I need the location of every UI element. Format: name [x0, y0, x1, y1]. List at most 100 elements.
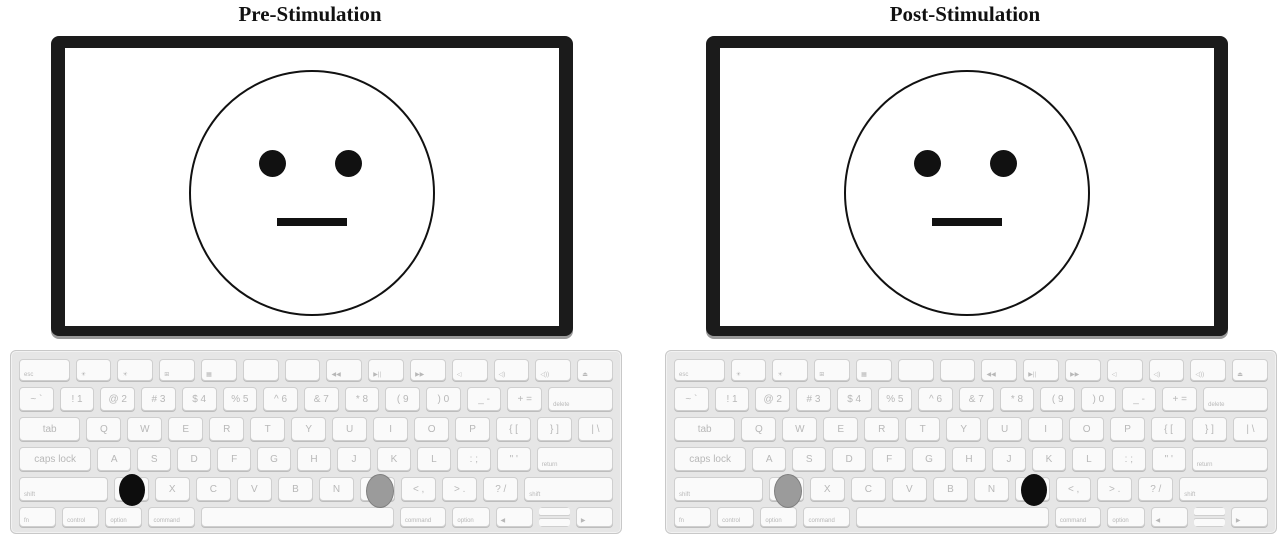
key[interactable]: D	[832, 447, 866, 471]
key[interactable]: _ -	[1122, 387, 1157, 411]
key[interactable]: | \	[578, 417, 613, 441]
key[interactable]: control	[717, 507, 754, 527]
key[interactable]: ! 1	[715, 387, 750, 411]
key[interactable]: ~ `	[19, 387, 54, 411]
key[interactable]: U	[987, 417, 1022, 441]
key[interactable]: E	[823, 417, 858, 441]
key[interactable]: ▦	[856, 359, 892, 381]
key[interactable]	[940, 359, 976, 381]
key[interactable]	[898, 359, 934, 381]
key[interactable]: ☀	[772, 359, 808, 381]
key[interactable]: T	[250, 417, 285, 441]
key[interactable]: X	[810, 477, 845, 501]
key[interactable]: _ -	[467, 387, 502, 411]
key[interactable]: & 7	[959, 387, 994, 411]
key[interactable]: ◀◀	[326, 359, 362, 381]
key[interactable]: * 8	[345, 387, 380, 411]
key[interactable]: ◀◀	[981, 359, 1017, 381]
key[interactable]: ▶	[576, 507, 613, 527]
key[interactable]: O	[1069, 417, 1104, 441]
key[interactable]: C	[196, 477, 231, 501]
key[interactable]: caps lock	[19, 447, 91, 471]
key[interactable]: P	[1110, 417, 1145, 441]
key[interactable]: E	[168, 417, 203, 441]
key[interactable]: esc	[674, 359, 725, 381]
key[interactable]: ▶▶	[410, 359, 446, 381]
key[interactable]	[285, 359, 321, 381]
key[interactable]: G	[257, 447, 291, 471]
key[interactable]: ) 0	[1081, 387, 1116, 411]
key[interactable]: { [	[1151, 417, 1186, 441]
key[interactable]: ◁)	[1149, 359, 1185, 381]
key[interactable]: $ 4	[837, 387, 872, 411]
key[interactable]: tab	[674, 417, 735, 441]
key[interactable]: < ,	[1056, 477, 1091, 501]
key[interactable]: ◁))	[1190, 359, 1226, 381]
key[interactable]: V	[892, 477, 927, 501]
key[interactable]: U	[332, 417, 367, 441]
key[interactable]: ? /	[483, 477, 518, 501]
key[interactable]: I	[373, 417, 408, 441]
key[interactable]: option	[452, 507, 489, 527]
key[interactable]: " '	[1152, 447, 1186, 471]
key[interactable]: % 5	[223, 387, 258, 411]
key[interactable]: | \	[1233, 417, 1268, 441]
key[interactable]: X	[155, 477, 190, 501]
key[interactable]: delete	[1203, 387, 1268, 411]
key[interactable]: command	[148, 507, 195, 527]
key[interactable]: { [	[496, 417, 531, 441]
key[interactable]: control	[62, 507, 99, 527]
key[interactable]: P	[455, 417, 490, 441]
key[interactable]: ▶||	[368, 359, 404, 381]
key[interactable]: command	[803, 507, 850, 527]
key[interactable]: G	[912, 447, 946, 471]
arrow-down-key[interactable]	[539, 518, 570, 527]
key[interactable]: S	[792, 447, 826, 471]
arrow-up-key[interactable]	[539, 507, 570, 516]
key[interactable]: R	[209, 417, 244, 441]
key[interactable]: R	[864, 417, 899, 441]
key[interactable]: } ]	[537, 417, 572, 441]
arrow-up-key[interactable]	[1194, 507, 1225, 516]
key[interactable]: B	[278, 477, 313, 501]
key[interactable]: Y	[291, 417, 326, 441]
key[interactable]: ~ `	[674, 387, 709, 411]
key[interactable]: shift	[1179, 477, 1268, 501]
key[interactable]: ⏏	[577, 359, 613, 381]
key[interactable]: > .	[442, 477, 477, 501]
key[interactable]: @ 2	[755, 387, 790, 411]
key[interactable]: $ 4	[182, 387, 217, 411]
key[interactable]: option	[760, 507, 797, 527]
key[interactable]: # 3	[796, 387, 831, 411]
key[interactable]: Y	[946, 417, 981, 441]
key[interactable]: return	[1192, 447, 1268, 471]
key[interactable]: ◁))	[535, 359, 571, 381]
key[interactable]: ◁	[452, 359, 488, 381]
arrow-up-down-keys[interactable]	[539, 507, 570, 527]
key[interactable]: & 7	[304, 387, 339, 411]
key[interactable]	[856, 507, 1049, 527]
key[interactable]: W	[127, 417, 162, 441]
key[interactable]: ◁)	[494, 359, 530, 381]
key[interactable]: ( 9	[1040, 387, 1075, 411]
key[interactable]: F	[217, 447, 251, 471]
key[interactable]: J	[992, 447, 1026, 471]
key[interactable]: D	[177, 447, 211, 471]
arrow-down-key[interactable]	[1194, 518, 1225, 527]
key[interactable]: ⊞	[814, 359, 850, 381]
key[interactable]: S	[137, 447, 171, 471]
key[interactable]: B	[933, 477, 968, 501]
key[interactable]: L	[1072, 447, 1106, 471]
arrow-up-down-keys[interactable]	[1194, 507, 1225, 527]
key[interactable]: ⊞	[159, 359, 195, 381]
key[interactable]: H	[952, 447, 986, 471]
key[interactable]: ) 0	[426, 387, 461, 411]
key[interactable]: fn	[19, 507, 56, 527]
key[interactable]: C	[851, 477, 886, 501]
key[interactable]: + =	[507, 387, 542, 411]
key[interactable]: ◀	[1151, 507, 1188, 527]
key[interactable]: fn	[674, 507, 711, 527]
key[interactable]: A	[97, 447, 131, 471]
key[interactable]: H	[297, 447, 331, 471]
key[interactable]: shift	[674, 477, 763, 501]
